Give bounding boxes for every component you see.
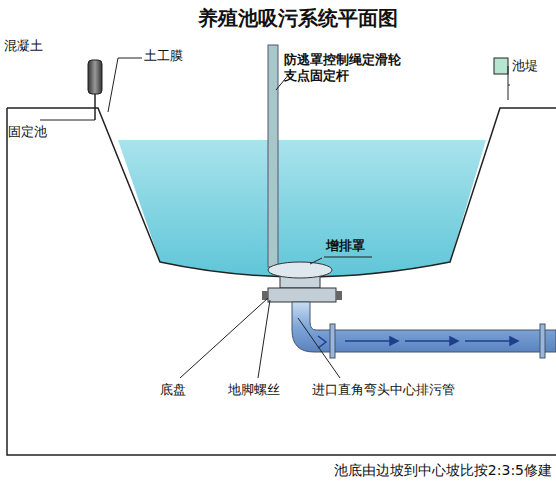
pond-profile	[7, 108, 556, 277]
part-label: 底盘	[160, 382, 186, 398]
fixed-pole	[268, 45, 278, 267]
title: 养殖池吸污系统平面图	[198, 6, 398, 31]
caption: 池底由边坡到中心坡比按2:3:5修建	[334, 462, 552, 480]
part-label: 池堤	[512, 58, 538, 74]
part-label: 土工膜	[144, 48, 183, 64]
base-plate	[268, 288, 336, 302]
cover-top	[268, 262, 332, 278]
concrete-anchor	[88, 60, 102, 94]
part-label: 进口直角弯头中心排污管	[312, 382, 455, 398]
part-label: 固定池	[8, 124, 47, 140]
part-label: 地脚螺丝	[228, 382, 280, 398]
part-label: 混凝土	[4, 38, 43, 54]
water	[118, 140, 486, 277]
ground-frame	[7, 108, 556, 455]
part-label: 增排罩	[326, 238, 365, 254]
part-label: 防逃罩控制绳定滑轮 支点固定杆	[284, 52, 434, 85]
dike-block	[494, 58, 508, 74]
